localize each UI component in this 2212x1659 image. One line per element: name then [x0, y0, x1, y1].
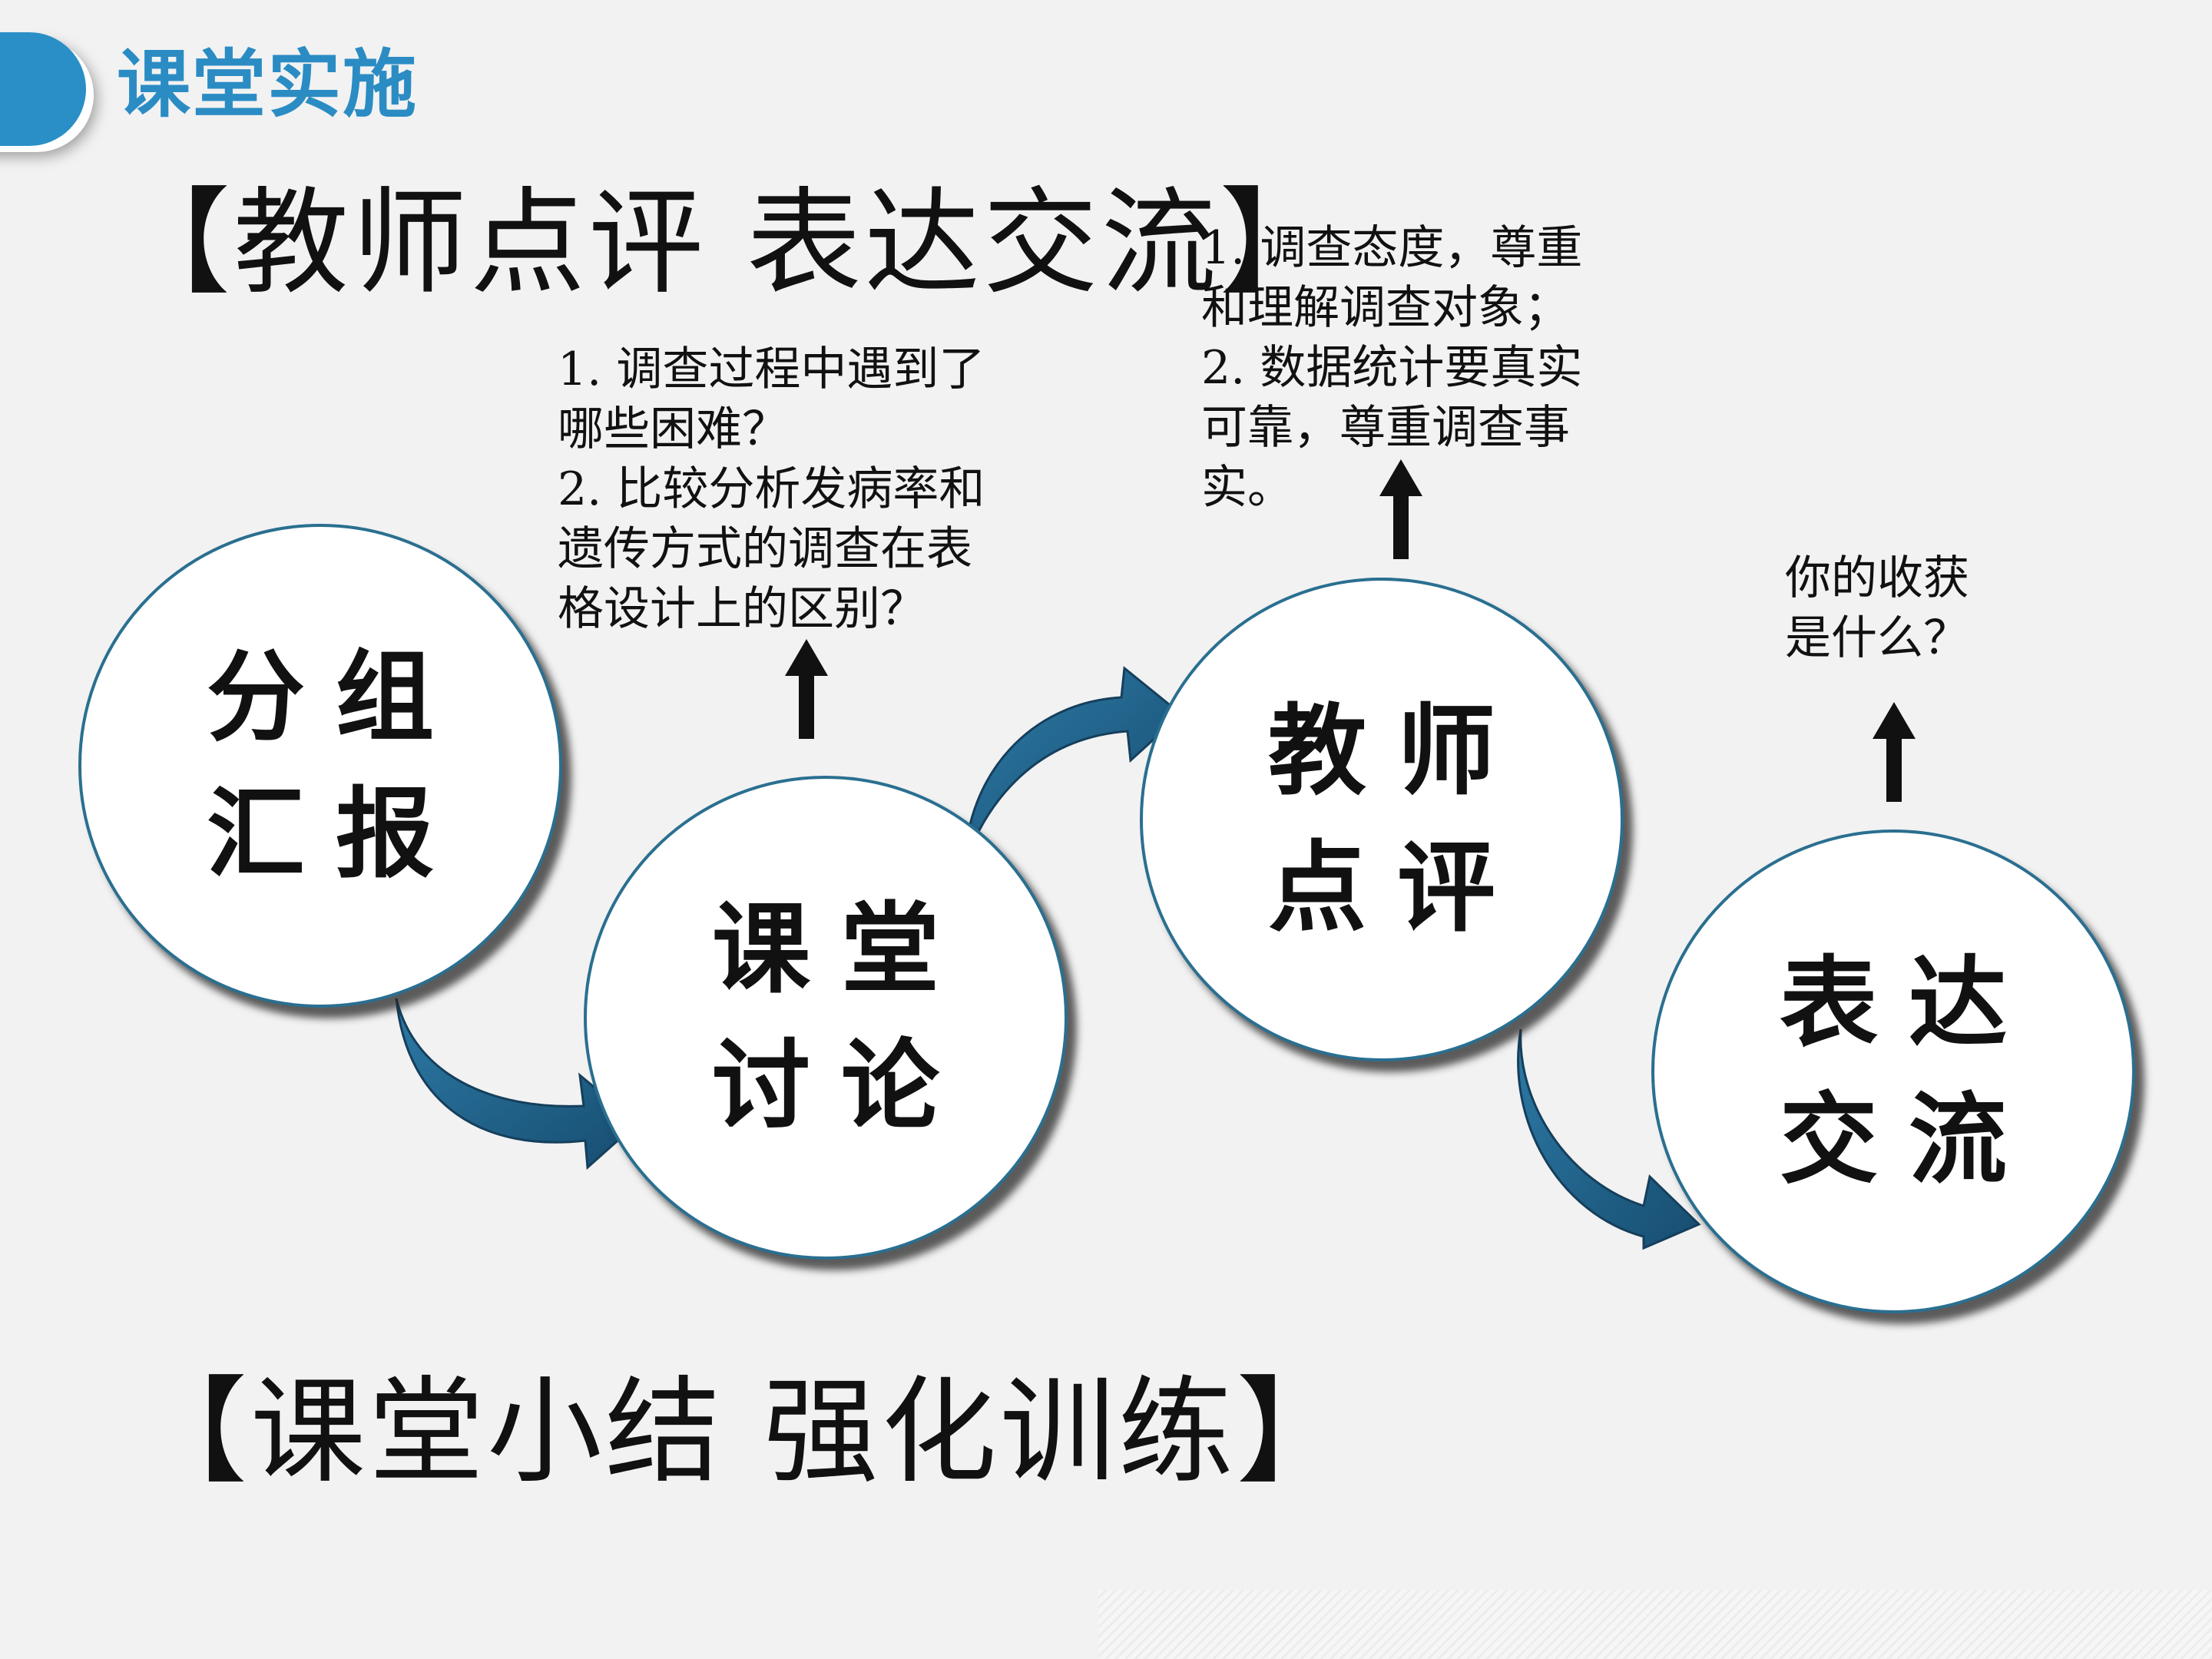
corner-stripe-decoration [1098, 1590, 2212, 1659]
step-label-line: 讨论 [711, 1028, 970, 1144]
note-harvest-question: 你的收获 是什么？ [1785, 551, 1969, 665]
step-circle-teacher-evaluation: 教师 点评 [1140, 578, 1624, 1061]
up-arrow-icon [785, 639, 828, 739]
step-circle-group-report: 分组 汇报 [78, 524, 562, 1008]
note-evaluation-points: 1. 调查态度，尊重 和理解调查对象； 2. 数据统计要真实 可靠，尊重调查事 … [1201, 221, 1583, 515]
step-circle-class-discussion: 课堂 讨论 [584, 776, 1068, 1260]
step-label-line: 点评 [1267, 830, 1526, 945]
section-title-bottom: 【课堂小结 强化训练】 [132, 1366, 1355, 1499]
header-tab-decoration [0, 32, 86, 146]
step-label-line: 表达 [1779, 945, 2038, 1061]
step-label-line: 交流 [1779, 1082, 2038, 1197]
step-label-line: 汇报 [206, 777, 465, 892]
step-label-line: 课堂 [711, 892, 970, 1007]
step-label-line: 教师 [1267, 694, 1526, 809]
section-title-top: 【教师点评 表达交流】 [115, 177, 1338, 310]
step-circle-expression-exchange: 表达 交流 [1651, 830, 2135, 1313]
step-label-line: 分组 [206, 640, 465, 755]
up-arrow-icon [1379, 459, 1422, 559]
header-title: 课堂实施 [117, 41, 418, 127]
note-discussion-questions: 1. 调查过程中遇到了 哪些困难？ 2. 比较分析发病率和 遗传方式的调查在表 … [558, 343, 985, 636]
up-arrow-icon [1873, 702, 1916, 802]
